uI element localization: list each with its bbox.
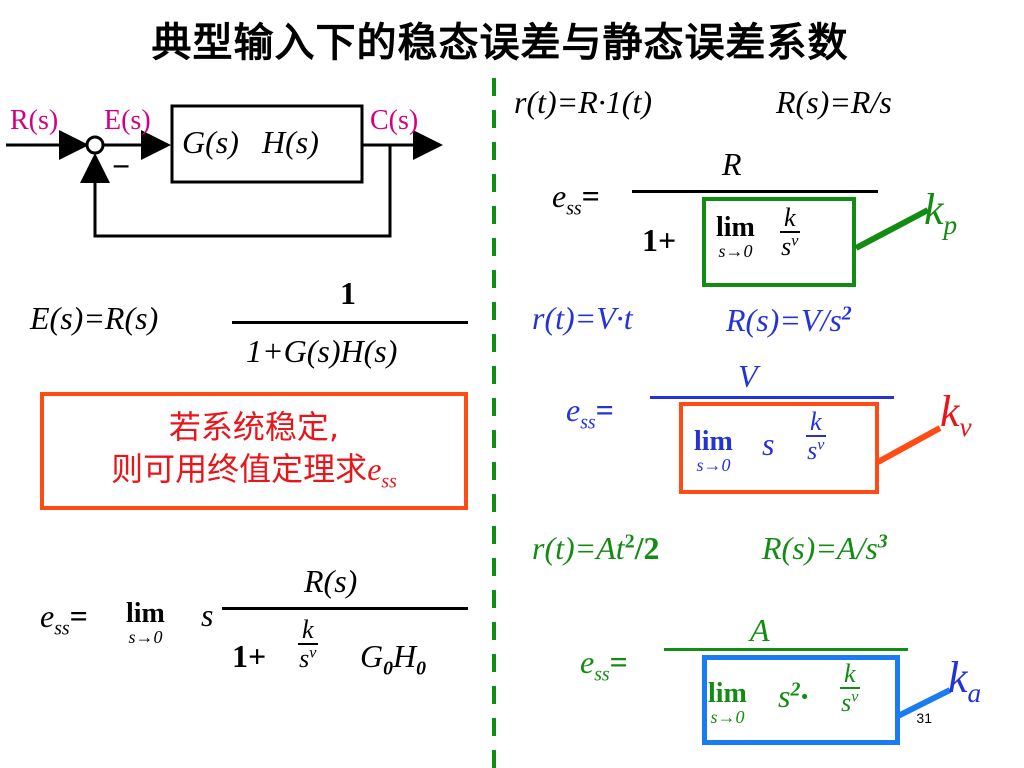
ramp-ess-lhs: ess= xyxy=(566,392,614,434)
kv-pointer xyxy=(876,425,942,465)
ess-general-s: s xyxy=(201,597,214,633)
ramp-s: s xyxy=(762,426,775,462)
step-fraction-bar xyxy=(632,190,878,193)
ess-general-fraction-bar xyxy=(222,607,468,610)
parabolic-s2: s2· xyxy=(778,678,809,714)
ess-general-lhs: ess= xyxy=(40,598,88,640)
step-numerator: R xyxy=(722,146,742,182)
parabolic-numerator: A xyxy=(750,612,770,648)
kp-pointer xyxy=(854,207,930,251)
dashed-divider xyxy=(492,78,496,768)
parabolic-r-t: r(t)=At2/2 xyxy=(532,530,660,566)
ess-general-numerator: R(s) xyxy=(304,563,358,599)
ramp-fraction-bar xyxy=(650,396,894,399)
error-formula-numerator: 1 xyxy=(340,275,356,311)
error-formula-lhs: E(s)=R(s) xyxy=(30,300,159,336)
ramp-R-s: R(s)=V/s2 xyxy=(726,302,852,338)
error-formula-denominator: 1+G(s)H(s) xyxy=(246,333,398,369)
final-value-theorem-note: 若系统稳定, 则可用终值定理求ess xyxy=(40,392,468,510)
kp-label: kp xyxy=(924,185,958,240)
step-r-t: r(t)=R·1(t) xyxy=(514,84,652,120)
note-line-2-text: 则可用终值定理求 xyxy=(111,450,368,488)
note-line-2: 则可用终值定理求ess xyxy=(44,448,464,502)
step-kp-box xyxy=(702,197,856,287)
note-line-1: 若系统稳定, xyxy=(168,408,340,446)
note-ess: e xyxy=(367,451,382,487)
error-label: E(s) xyxy=(104,105,151,136)
block-diagram xyxy=(6,104,443,238)
ka-pointer xyxy=(896,687,952,719)
ramp-numerator: V xyxy=(738,358,758,394)
parabolic-fraction-bar xyxy=(664,648,908,651)
minus-sign: − xyxy=(112,148,131,184)
output-label: C(s) xyxy=(370,105,419,136)
input-label: R(s) xyxy=(10,105,59,136)
ramp-kv-box xyxy=(679,402,879,494)
parabolic-ka-box xyxy=(702,655,900,745)
step-R-s: R(s)=R/s xyxy=(776,84,892,120)
step-ess-lhs: ess= xyxy=(552,178,600,220)
note-ess-sub: ss xyxy=(381,470,397,493)
step-den-prefix: 1+ xyxy=(642,222,677,258)
page-number: 31 xyxy=(916,710,932,726)
block-h-label: H(s) xyxy=(262,124,319,160)
kv-label: kv xyxy=(940,387,972,442)
ess-general-g0h0: G0H0 xyxy=(360,638,427,680)
ramp-r-t: r(t)=V·t xyxy=(532,300,633,336)
slide-title: 典型输入下的稳态误差与静态误差系数 xyxy=(151,20,849,66)
error-formula-fraction-bar xyxy=(232,321,468,324)
ka-label: ka xyxy=(948,653,982,708)
parabolic-R-s: R(s)=A/s3 xyxy=(762,530,888,566)
ess-general-den-prefix: 1+ xyxy=(232,638,267,674)
parabolic-ess-lhs: ess= xyxy=(580,644,628,686)
block-g-label: G(s) xyxy=(182,124,239,160)
